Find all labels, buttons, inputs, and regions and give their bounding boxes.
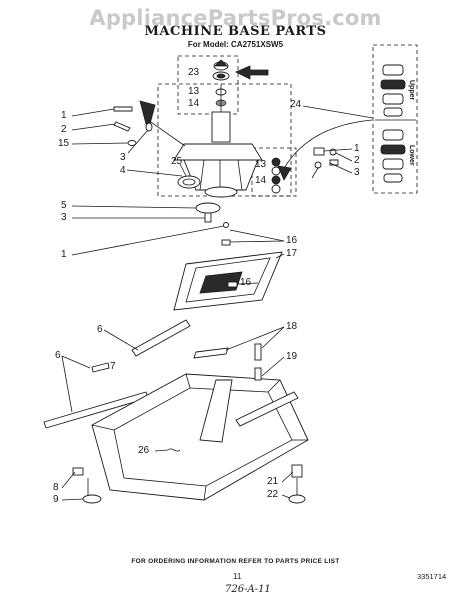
base-frame	[91, 343, 309, 501]
callout-23: 23	[188, 67, 200, 78]
callout-24: 24	[290, 99, 302, 110]
callout-25: 25	[171, 156, 183, 167]
callout-4: 4	[120, 165, 126, 176]
callout-3: 3	[120, 152, 126, 163]
callout-6-lower: 6	[55, 350, 61, 361]
watermark: AppliancePartsPros.com	[89, 6, 382, 30]
spindle-small-parts	[271, 157, 281, 194]
base-plate	[195, 202, 221, 214]
callout-18: 18	[286, 321, 298, 332]
callout-13: 13	[188, 86, 200, 97]
callout-16: 16	[286, 235, 298, 246]
bearing-stack	[212, 59, 230, 112]
callout-16-plate: 16	[240, 277, 252, 288]
seal-ring	[177, 175, 201, 189]
leader-lines	[61, 105, 374, 501]
clip	[167, 448, 181, 452]
callout-1: 1	[61, 110, 67, 121]
callout-8: 8	[53, 482, 59, 493]
inset-bearings	[380, 64, 406, 183]
page-number: 11	[233, 572, 242, 581]
callout-13-spindle: 13	[255, 159, 267, 170]
model-line: For Model: CA2751XSW5	[187, 40, 284, 49]
callout-15: 15	[58, 138, 70, 149]
callout-1-left: 1	[61, 249, 67, 260]
inset-label-lower: Lower	[408, 145, 415, 166]
callout-2-right: 2	[354, 155, 360, 166]
callout-9: 9	[53, 494, 59, 505]
callout-6: 6	[97, 324, 103, 335]
callout-7: 7	[110, 361, 116, 372]
page-title: MACHINE BASE PARTS	[144, 24, 327, 39]
callout-3-left: 3	[61, 212, 67, 223]
callout-2: 2	[61, 124, 67, 135]
callout-26: 26	[138, 445, 150, 456]
handwritten-note: 726-A-11	[225, 584, 271, 595]
bearing-inset-box	[372, 44, 418, 194]
leveling-feet	[72, 464, 306, 504]
callout-5: 5	[61, 200, 67, 211]
mount-plate	[173, 239, 283, 311]
callout-14: 14	[188, 98, 200, 109]
side-brackets	[43, 319, 191, 429]
callout-21: 21	[267, 476, 279, 487]
gearcase-assembly	[139, 100, 263, 198]
arrow-to-23	[235, 65, 269, 80]
inset-label-upper: Upper	[408, 80, 415, 101]
callout-1-right: 1	[354, 143, 360, 154]
callout-19: 19	[286, 351, 298, 362]
callout-22: 22	[267, 489, 279, 500]
right-fasteners	[311, 147, 339, 179]
curved-arrow	[282, 119, 373, 171]
document-number: 3351714	[417, 572, 447, 581]
callout-17: 17	[286, 248, 298, 259]
spindle-parts-box	[251, 147, 297, 197]
callout-14-spindle: 14	[255, 175, 267, 186]
callout-3-right: 3	[354, 167, 360, 178]
ordering-note: FOR ORDERING INFORMATION REFER TO PARTS …	[131, 558, 340, 565]
bearing-group-box	[177, 55, 239, 115]
